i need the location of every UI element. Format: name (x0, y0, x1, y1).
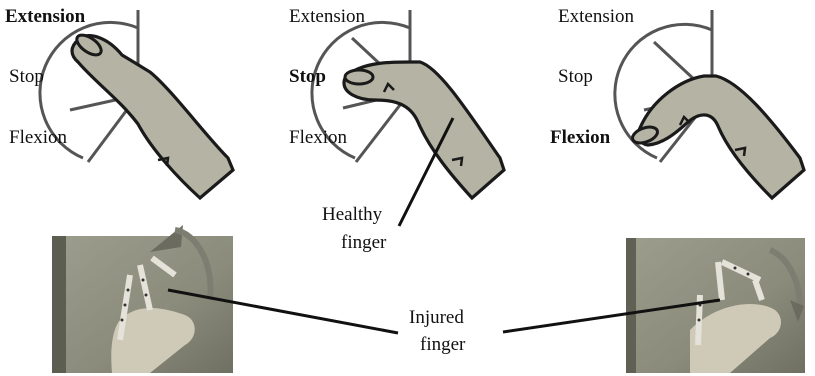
label-extension: Extension (558, 6, 634, 27)
label-stop: Stop (558, 66, 593, 87)
hand-illustration (638, 76, 804, 198)
fingernail (345, 70, 373, 84)
panel-flexion: Extension Stop Flexion (550, 6, 804, 198)
label-extension: Extension (289, 6, 365, 27)
panel-extension: Extension Stop Flexion (5, 6, 233, 198)
device-photo-left (52, 225, 233, 373)
label-injured: Injured (409, 307, 464, 328)
panel-stop: Extension Stop Flexion (289, 6, 504, 198)
label-flexion: Flexion (550, 127, 611, 148)
label-stop: Stop (9, 66, 44, 87)
label-flexion: Flexion (9, 127, 68, 148)
label-healthy: Healthy (322, 204, 383, 225)
label-flexion: Flexion (289, 127, 348, 148)
label-stop: Stop (289, 66, 326, 87)
label-healthy-finger: finger (341, 232, 387, 253)
hand-illustration (72, 36, 233, 198)
label-injured-finger: finger (420, 334, 466, 355)
label-extension: Extension (5, 6, 86, 27)
device-photo-right (626, 238, 805, 373)
